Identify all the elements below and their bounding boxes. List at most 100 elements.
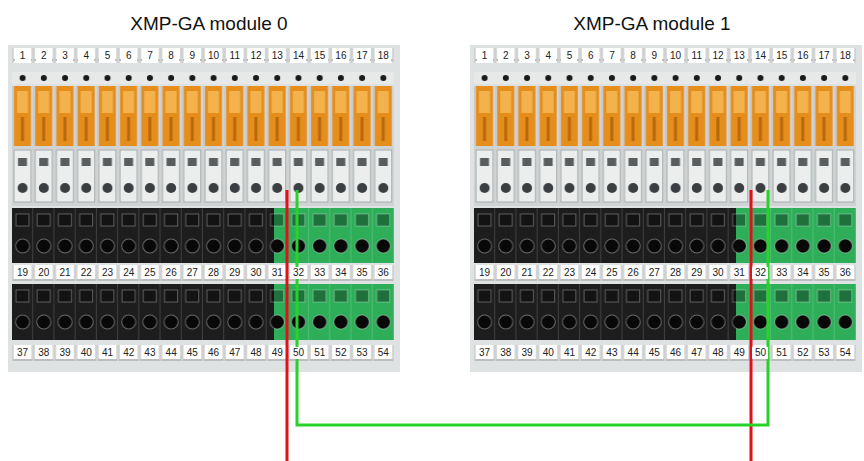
terminal-number: 27 bbox=[184, 267, 200, 279]
terminal-number: 11 bbox=[227, 50, 243, 62]
terminal-number: 20 bbox=[498, 267, 514, 279]
terminal-number: 19 bbox=[477, 267, 493, 279]
terminal-number: 9 bbox=[646, 50, 662, 62]
terminal-number: 39 bbox=[519, 347, 535, 359]
module-photo bbox=[470, 45, 862, 372]
terminal-number: 32 bbox=[290, 267, 306, 279]
terminal-number: 10 bbox=[668, 50, 684, 62]
terminal-number: 31 bbox=[269, 267, 285, 279]
module-title: XMP-GA module 1 bbox=[573, 12, 730, 36]
terminal-number: 29 bbox=[689, 267, 705, 279]
terminal-number: 37 bbox=[477, 347, 493, 359]
terminal-number: 5 bbox=[561, 50, 577, 62]
terminal-number: 49 bbox=[731, 347, 747, 359]
terminal-number: 42 bbox=[121, 347, 137, 359]
terminal-number: 44 bbox=[163, 347, 179, 359]
terminal-number: 10 bbox=[206, 50, 222, 62]
module-node: XMP-GA module 0 bbox=[8, 8, 400, 372]
terminal-number: 50 bbox=[752, 347, 768, 359]
terminal-number: 4 bbox=[78, 50, 94, 62]
terminal-number: 40 bbox=[540, 347, 556, 359]
terminal-number: 41 bbox=[561, 347, 577, 359]
terminal-number: 6 bbox=[121, 50, 137, 62]
terminal-number: 54 bbox=[837, 347, 853, 359]
terminal-number: 44 bbox=[625, 347, 641, 359]
terminal-number: 9 bbox=[184, 50, 200, 62]
terminal-number: 39 bbox=[57, 347, 73, 359]
terminal-number: 22 bbox=[78, 267, 94, 279]
terminal-number: 26 bbox=[163, 267, 179, 279]
terminal-number: 21 bbox=[519, 267, 535, 279]
terminal-number: 33 bbox=[312, 267, 328, 279]
terminal-number: 25 bbox=[142, 267, 158, 279]
terminal-number: 46 bbox=[206, 347, 222, 359]
terminal-number: 51 bbox=[774, 347, 790, 359]
terminal-number: 13 bbox=[269, 50, 285, 62]
terminal-number: 8 bbox=[625, 50, 641, 62]
terminal-number: 6 bbox=[583, 50, 599, 62]
terminal-number: 41 bbox=[99, 347, 115, 359]
terminal-number: 21 bbox=[57, 267, 73, 279]
terminal-number: 16 bbox=[795, 50, 811, 62]
terminal-number: 31 bbox=[731, 267, 747, 279]
terminal-number: 25 bbox=[604, 267, 620, 279]
terminal-number: 30 bbox=[248, 267, 264, 279]
terminal-number: 30 bbox=[710, 267, 726, 279]
terminal-number: 37 bbox=[15, 347, 31, 359]
terminal-number: 12 bbox=[248, 50, 264, 62]
terminal-number: 35 bbox=[816, 267, 832, 279]
terminal-number: 43 bbox=[604, 347, 620, 359]
terminal-number: 29 bbox=[227, 267, 243, 279]
terminal-number: 32 bbox=[752, 267, 768, 279]
terminal-number: 48 bbox=[248, 347, 264, 359]
terminal-number: 54 bbox=[375, 347, 391, 359]
terminal-number: 51 bbox=[312, 347, 328, 359]
terminal-number: 53 bbox=[354, 347, 370, 359]
terminal-number: 3 bbox=[519, 50, 535, 62]
terminal-number: 23 bbox=[99, 267, 115, 279]
terminal-number: 28 bbox=[668, 267, 684, 279]
terminal-number: 24 bbox=[583, 267, 599, 279]
terminal-number: 15 bbox=[312, 50, 328, 62]
terminal-number: 36 bbox=[837, 267, 853, 279]
terminal-number: 47 bbox=[689, 347, 705, 359]
terminal-number: 46 bbox=[668, 347, 684, 359]
terminal-number: 4 bbox=[540, 50, 556, 62]
terminal-number: 36 bbox=[375, 267, 391, 279]
terminal-number: 35 bbox=[354, 267, 370, 279]
terminal-number: 27 bbox=[646, 267, 662, 279]
terminal-number: 14 bbox=[290, 50, 306, 62]
terminal-number: 2 bbox=[498, 50, 514, 62]
terminal-number: 1 bbox=[15, 50, 31, 62]
terminal-number: 45 bbox=[646, 347, 662, 359]
terminal-number: 53 bbox=[816, 347, 832, 359]
module-title: XMP-GA module 0 bbox=[130, 12, 287, 36]
green-wire bbox=[767, 190, 770, 372]
terminal-number: 34 bbox=[795, 267, 811, 279]
terminal-number: 17 bbox=[816, 50, 832, 62]
terminal-number: 5 bbox=[99, 50, 115, 62]
terminal-number: 20 bbox=[36, 267, 52, 279]
terminal-number: 3 bbox=[57, 50, 73, 62]
green-wire bbox=[296, 190, 299, 372]
terminal-number: 19 bbox=[15, 267, 31, 279]
red-wire bbox=[286, 190, 289, 461]
terminal-number: 42 bbox=[583, 347, 599, 359]
terminal-number: 16 bbox=[333, 50, 349, 62]
terminal-number: 11 bbox=[689, 50, 705, 62]
terminal-number: 7 bbox=[142, 50, 158, 62]
terminal-number: 24 bbox=[121, 267, 137, 279]
terminal-number: 18 bbox=[837, 50, 853, 62]
terminal-number: 50 bbox=[290, 347, 306, 359]
terminal-number: 17 bbox=[354, 50, 370, 62]
module-photo bbox=[8, 45, 400, 372]
terminal-number: 45 bbox=[184, 347, 200, 359]
terminal-number: 34 bbox=[333, 267, 349, 279]
red-wire bbox=[750, 190, 753, 461]
terminal-number: 14 bbox=[752, 50, 768, 62]
terminal-number: 47 bbox=[227, 347, 243, 359]
terminal-number: 26 bbox=[625, 267, 641, 279]
terminal-number: 52 bbox=[333, 347, 349, 359]
